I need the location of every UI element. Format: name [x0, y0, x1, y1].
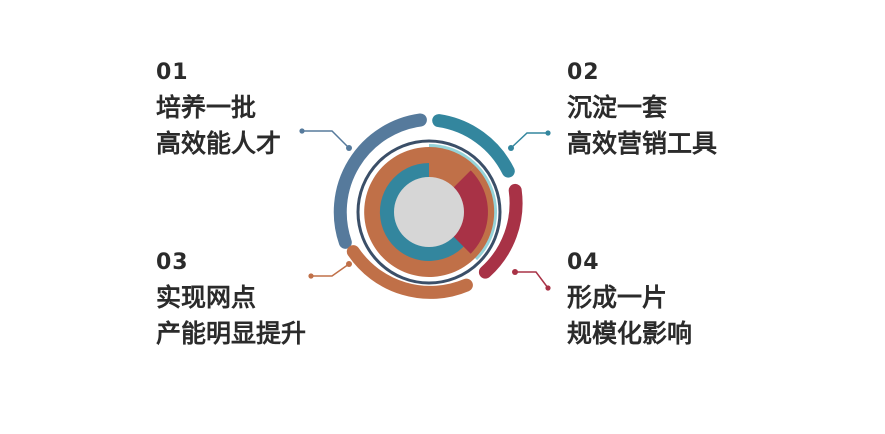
item-number: 01 [156, 60, 189, 85]
item-line-2: 高效营销工具 [567, 129, 718, 158]
connector-1 [299, 128, 352, 151]
outer-arc-1 [333, 113, 427, 249]
item-03: 03 实现网点 产能明显提升 [156, 252, 306, 357]
outer-arc-4 [478, 183, 523, 279]
item-line-1: 实现网点 [156, 283, 257, 312]
connector-3 [308, 261, 352, 279]
item-line-1: 培养一批 [156, 93, 257, 122]
item-line-1: 沉淀一套 [567, 93, 668, 122]
outer-arc-2 [432, 114, 515, 178]
item-line-2: 高效能人才 [156, 129, 282, 158]
item-line-1: 形成一片 [567, 283, 668, 312]
item-line-2: 产能明显提升 [156, 319, 307, 348]
item-number: 02 [567, 60, 600, 85]
connector-4 [512, 269, 551, 291]
center-circle [394, 177, 464, 247]
item-line-2: 规模化影响 [567, 319, 693, 348]
item-02: 02 沉淀一套 高效营销工具 [567, 62, 717, 167]
item-number: 03 [156, 250, 189, 275]
item-01: 01 培养一批 高效能人才 [156, 62, 281, 167]
item-number: 04 [567, 250, 600, 275]
connector-2 [508, 130, 551, 151]
item-04: 04 形成一片 规模化影响 [567, 252, 692, 357]
outer-arc-3 [346, 245, 473, 299]
